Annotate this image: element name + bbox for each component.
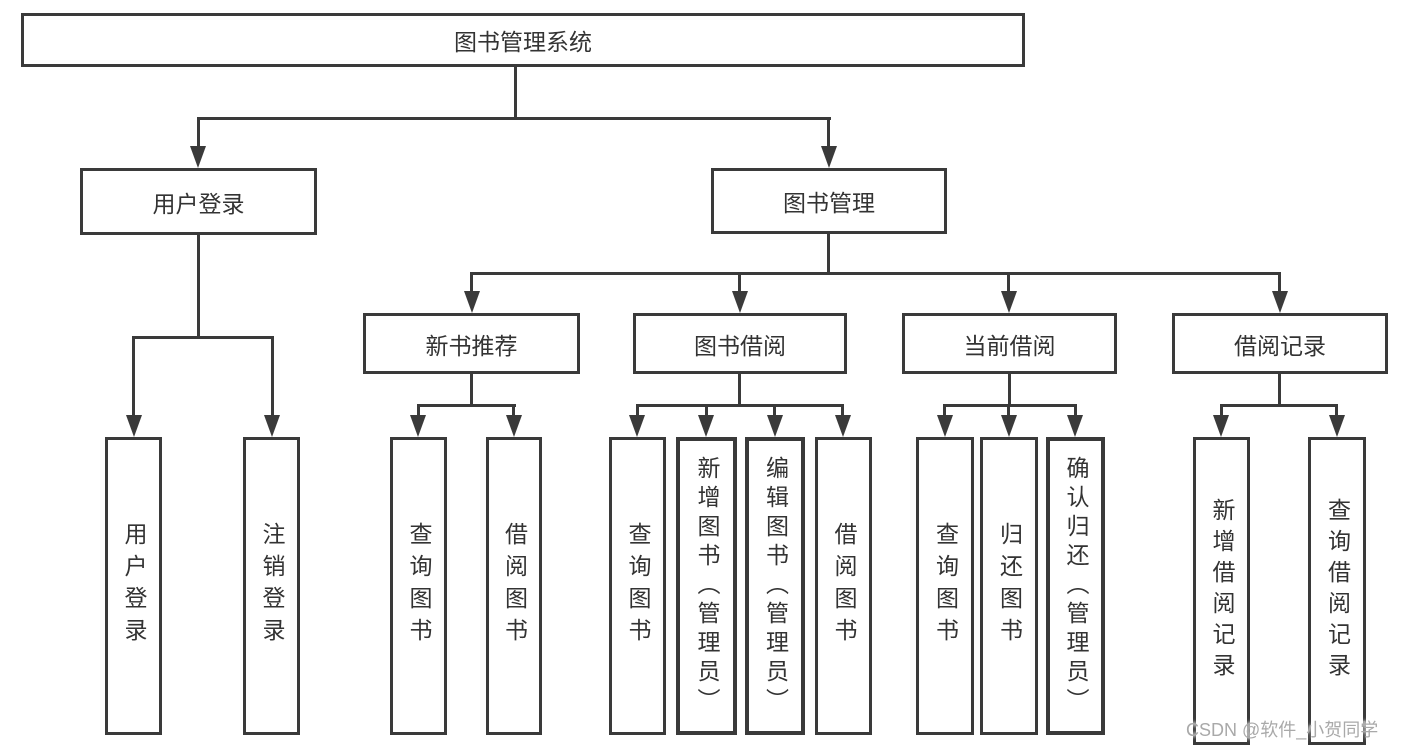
node-label: 借阅记录 <box>1234 332 1326 359</box>
connector-drop-new-book <box>470 272 473 294</box>
arrow-down-icon <box>698 415 714 437</box>
connector-borrow-records-stem <box>1278 374 1281 406</box>
node-current-borrowing: 当前借阅 <box>902 313 1117 374</box>
connector-user-login-fork <box>132 336 274 339</box>
node-user-login: 用户登录 <box>80 168 317 235</box>
connector-drop <box>1007 404 1010 417</box>
node-label: 注销登录 <box>259 522 285 650</box>
connector-drop <box>636 404 639 417</box>
node-label: 查询借阅记录 <box>1324 498 1351 684</box>
node-query-borrow-record: 查询借阅记录 <box>1308 437 1366 745</box>
node-return-books: 归还图书 <box>980 437 1038 735</box>
node-label: 图书管理系统 <box>454 29 592 55</box>
node-query-books: 查询图书 <box>609 437 666 735</box>
connector-drop-login <box>132 336 135 416</box>
node-label: 新增借阅记录 <box>1209 498 1235 684</box>
node-book-borrowing: 图书借阅 <box>633 313 847 374</box>
arrow-down-icon <box>1329 415 1345 437</box>
arrow-down-icon <box>1272 291 1288 313</box>
arrow-down-icon <box>767 415 783 437</box>
arrow-down-icon <box>506 415 522 437</box>
arrow-down-icon <box>835 415 851 437</box>
connector-book-mgmt-stem <box>827 234 830 275</box>
connector-book-mgmt-fork <box>470 272 1281 275</box>
node-add-books-admin: 新增图书（管理员） <box>676 437 737 735</box>
connector-drop <box>1335 404 1338 417</box>
arrow-down-icon <box>464 291 480 313</box>
node-borrow-books: 借阅图书 <box>486 437 542 735</box>
connector-drop-borrow-records <box>1278 272 1281 294</box>
csdn-watermark: CSDN @软件_小贺同学 <box>1186 720 1379 740</box>
node-query-books: 查询图书 <box>916 437 974 735</box>
connector-borrow-records-fork <box>1220 404 1338 407</box>
node-label: 图书管理 <box>783 190 875 216</box>
node-library-management-system: 图书管理系统 <box>21 13 1025 67</box>
connector-root-fork <box>197 117 831 120</box>
node-label: 归还图书 <box>996 522 1023 650</box>
arrow-down-icon <box>126 415 142 437</box>
node-confirm-return-admin: 确认归还（管理员） <box>1046 437 1105 735</box>
node-label: 用户登录 <box>121 522 147 650</box>
connector-drop <box>773 404 776 417</box>
node-label: 确认归还（管理员） <box>1063 455 1089 717</box>
connector-drop <box>1220 404 1223 417</box>
connector-book-borrow-stem <box>738 373 741 406</box>
node-logout-leaf: 注销登录 <box>243 437 300 735</box>
node-label: 编辑图书（管理员） <box>762 455 789 717</box>
connector-drop-book-borrow <box>738 272 741 294</box>
connector-drop <box>417 404 420 417</box>
node-label: 当前借阅 <box>963 332 1056 359</box>
arrow-down-icon <box>1213 415 1229 437</box>
arrow-down-icon <box>629 415 645 437</box>
node-borrowing-records: 借阅记录 <box>1172 313 1388 374</box>
connector-current-borrow-stem <box>1008 374 1011 406</box>
connector-user-login-stem <box>197 235 200 339</box>
connector-new-book-stem <box>470 374 473 406</box>
node-book-management: 图书管理 <box>711 168 947 234</box>
node-label: 查询图书 <box>932 522 959 650</box>
arrow-down-icon <box>821 146 837 168</box>
node-query-books: 查询图书 <box>390 437 447 735</box>
connector-drop <box>1074 404 1077 417</box>
arrow-down-icon <box>410 415 426 437</box>
arrow-down-icon <box>732 291 748 313</box>
connector-drop <box>705 404 708 417</box>
connector-new-book-fork <box>417 404 516 407</box>
connector-root-stem <box>514 67 517 119</box>
connector-drop-logout <box>271 336 274 416</box>
connector-drop-user-login <box>197 117 200 148</box>
node-borrow-books: 借阅图书 <box>815 437 872 735</box>
node-user-login-leaf: 用户登录 <box>105 437 162 735</box>
connector-book-borrow-fork <box>636 404 844 407</box>
node-new-book-recommendation: 新书推荐 <box>363 313 580 374</box>
connector-drop <box>841 404 844 417</box>
node-edit-books-admin: 编辑图书（管理员） <box>745 437 805 735</box>
node-label: 借阅图书 <box>831 522 857 650</box>
arrow-down-icon <box>1001 291 1017 313</box>
node-label: 查询图书 <box>625 522 651 650</box>
arrow-down-icon <box>1067 415 1083 437</box>
connector-drop-current-borrow <box>1007 272 1010 294</box>
connector-drop <box>512 404 515 417</box>
connector-drop-book-mgmt <box>827 117 830 148</box>
node-label: 新书推荐 <box>425 332 518 359</box>
node-label: 借阅图书 <box>501 522 528 650</box>
node-label: 查询图书 <box>406 522 432 650</box>
arrow-down-icon <box>937 415 953 437</box>
connector-drop <box>943 404 946 417</box>
arrow-down-icon <box>1001 415 1017 437</box>
node-label: 图书借阅 <box>694 332 786 359</box>
node-label: 新增图书（管理员） <box>694 455 720 717</box>
connector-current-borrow-fork <box>943 404 1077 407</box>
arrow-down-icon <box>190 146 206 168</box>
node-add-borrow-record: 新增借阅记录 <box>1193 437 1250 745</box>
arrow-down-icon <box>264 415 280 437</box>
node-label: 用户登录 <box>152 190 245 217</box>
